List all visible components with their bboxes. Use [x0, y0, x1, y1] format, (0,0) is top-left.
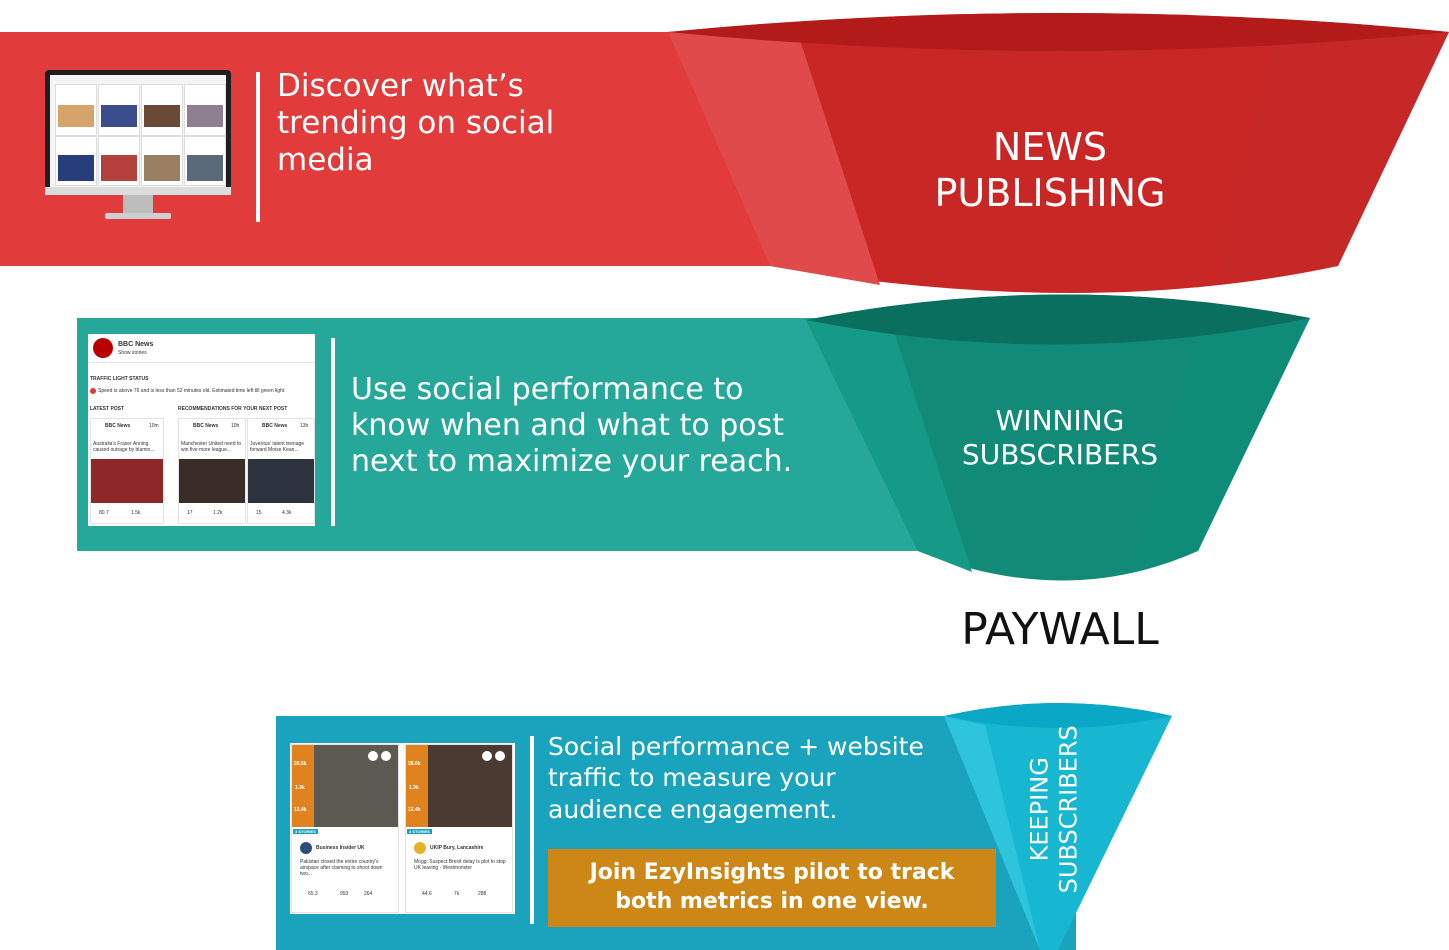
card-tag: 3 STORIES — [293, 829, 318, 834]
card-source: Business Insider UK — [316, 845, 365, 851]
card-metric: 288 — [478, 891, 487, 897]
source-avatar — [414, 842, 426, 854]
post-card[interactable]: BBC News 10h Manchester United need to w… — [178, 418, 246, 524]
card-stat: 1.9k — [295, 785, 305, 791]
brand-name: BBC News — [118, 341, 154, 348]
card-metric: 993 — [340, 891, 349, 897]
funnel-cone-rim-2 — [806, 294, 1310, 345]
card-metric: 65.3 — [308, 891, 318, 897]
status-light-icon — [90, 388, 96, 394]
card-age: 10m — [149, 423, 159, 429]
funnel-cone-right-face — [1215, 32, 1449, 282]
reco-heading: RECOMMENDATIONS FOR YOUR NEXT POST — [178, 406, 288, 412]
desktop-monitor-icon — [45, 70, 231, 222]
divider-3 — [530, 736, 534, 924]
card-text: Mogg: Suspect Brexit delay is plot to st… — [414, 859, 506, 871]
link-icon — [381, 751, 391, 761]
funnel-cone-left-face-3 — [944, 716, 1040, 950]
latest-heading: LATEST POST — [90, 406, 125, 412]
card-stat: 1.9k — [409, 785, 419, 791]
card-metric: 264 — [364, 891, 373, 897]
stage-3-label: KEEPING SUBSCRIBERS — [1025, 725, 1083, 894]
card-photo — [248, 459, 314, 503]
card-speed: 15 — [256, 510, 262, 516]
card-text: Manchester United need to win five more … — [181, 441, 242, 453]
card-text: Juventus' talent teenage forward Moise K… — [250, 441, 305, 453]
funnel-cone-keeping-subscribers — [944, 703, 1172, 950]
card-metric: 44.6 — [422, 891, 432, 897]
screenshot-traffic-light: BBC News Show stories TRAFFIC LIGHT STAT… — [88, 334, 315, 526]
card-source: UKIP Bury, Lancashire — [430, 845, 484, 851]
status-heading: TRAFFIC LIGHT STATUS — [90, 376, 149, 382]
facebook-icon — [482, 751, 492, 761]
card-age: 10h — [231, 423, 240, 429]
funnel-cone-right-face-2 — [1135, 318, 1310, 568]
stage-3-description: Social performance + website traffic to … — [548, 732, 924, 824]
join-pilot-button[interactable]: Join EzyInsights pilot to track both met… — [548, 849, 996, 927]
card-speed: 80.7 — [99, 510, 109, 516]
funnel-cone-left-face — [668, 32, 880, 285]
source-avatar — [300, 842, 312, 854]
facebook-icon — [368, 751, 378, 761]
card-stat: 12.4k — [294, 807, 307, 813]
bbc-news-logo — [93, 338, 113, 358]
card-metric: 7k — [454, 891, 460, 897]
engagement-card[interactable]: 28.6k 1.9k 12.4k 3 STORIES UKIP Bury, La… — [405, 744, 513, 913]
card-tag: 3 STORIES — [407, 829, 432, 834]
funnel-cone-rim — [668, 13, 1449, 51]
card-age: 13h — [300, 423, 309, 429]
status-text: Speed is above 76 and is less than 52 mi… — [98, 388, 285, 394]
card-stat: 28.6k — [408, 761, 421, 767]
card-speed: 17 — [187, 510, 193, 516]
card-text: Australia's Fraser Anning caused outrage… — [93, 441, 155, 453]
paywall-label: PAYWALL — [961, 604, 1159, 655]
card-source: BBC News — [262, 423, 288, 429]
brand-subtitle: Show stories — [118, 350, 147, 356]
stage-1-description: Discover what’s trending on social media — [277, 68, 555, 179]
post-card[interactable]: BBC News 10m Australia's Fraser Anning c… — [90, 418, 164, 524]
link-icon — [495, 751, 505, 761]
divider-2 — [331, 338, 335, 526]
stage-1-label: NEWS PUBLISHING — [934, 125, 1166, 216]
card-shares: 1.5k — [131, 510, 141, 516]
funnel-cone-rim-3 — [944, 703, 1172, 728]
card-photo — [91, 459, 163, 503]
card-text: Pakistan closed the entire country's air… — [300, 859, 383, 877]
card-photo — [179, 459, 245, 503]
screenshot-engagement: 28.6k 1.9k 12.4k 3 STORIES Business Insi… — [290, 743, 515, 914]
stage-2-description: Use social performance to know when and … — [351, 372, 793, 479]
card-stat: 12.4k — [408, 807, 421, 813]
funnel-cone-left-face-2 — [806, 320, 972, 572]
card-shares: 1.2k — [213, 510, 223, 516]
card-shares: 4.3k — [282, 510, 292, 516]
card-stat: 28.6k — [294, 761, 307, 767]
stage-2-label: WINNING SUBSCRIBERS — [961, 404, 1159, 472]
card-source: BBC News — [105, 423, 131, 429]
divider-1 — [256, 72, 260, 222]
card-source: BBC News — [193, 423, 219, 429]
engagement-card[interactable]: 28.6k 1.9k 12.4k 3 STORIES Business Insi… — [291, 744, 399, 913]
post-card[interactable]: BBC News 13h Juventus' talent teenage fo… — [247, 418, 315, 524]
